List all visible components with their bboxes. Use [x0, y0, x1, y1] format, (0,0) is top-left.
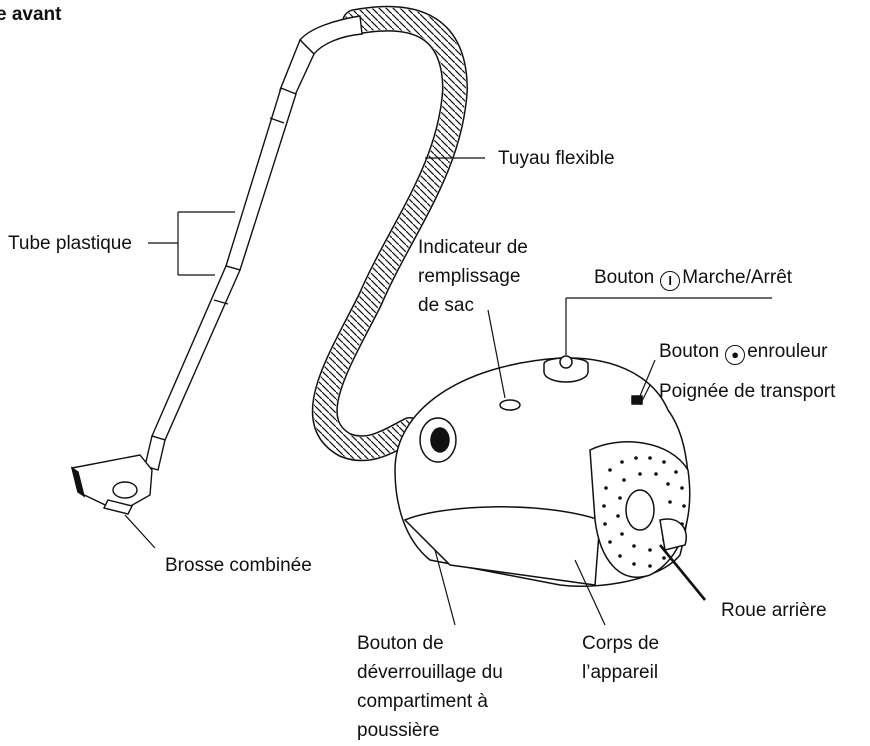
- power-button-prefix: Bouton: [594, 267, 655, 288]
- label-release-button-line2: déverrouillage du: [357, 662, 503, 683]
- label-cord-reel-button: Bouton●enrouleur: [659, 340, 828, 365]
- diagram-heading: e avant: [0, 4, 62, 25]
- label-plastic-tube: Tube plastique: [8, 233, 132, 254]
- label-rear-wheel: Roue arrière: [721, 600, 827, 621]
- leader-lines: [124, 157, 772, 626]
- hose-handle: [279, 15, 363, 96]
- cord-reel-icon: ●: [725, 345, 746, 365]
- plastic-tube: [151, 87, 297, 441]
- label-release-button-line4: poussière: [357, 720, 440, 741]
- combination-brush: [70, 435, 166, 515]
- label-combination-brush: Brosse combinée: [165, 555, 312, 576]
- power-icon: I: [660, 271, 681, 291]
- power-button-suffix: Marche/Arrêt: [682, 267, 793, 288]
- label-appliance-body-line1: Corps de: [582, 633, 660, 654]
- label-release-button-line1: Bouton de: [357, 633, 444, 654]
- label-bag-indicator-line2: remplissage: [418, 266, 521, 287]
- label-flexible-hose: Tuyau flexible: [498, 148, 615, 169]
- label-carry-handle: Poignée de transport: [659, 381, 836, 402]
- flexible-hose: [311, 5, 469, 462]
- label-bag-indicator-line3: de sac: [418, 295, 474, 316]
- reel-button-prefix: Bouton: [659, 341, 720, 362]
- label-bag-indicator-line1: Indicateur de: [418, 237, 528, 258]
- label-appliance-body-line2: l’appareil: [582, 662, 659, 683]
- reel-button-suffix: enrouleur: [747, 341, 828, 362]
- vacuum-body: [394, 355, 691, 587]
- label-release-button-line3: compartiment à: [357, 691, 488, 712]
